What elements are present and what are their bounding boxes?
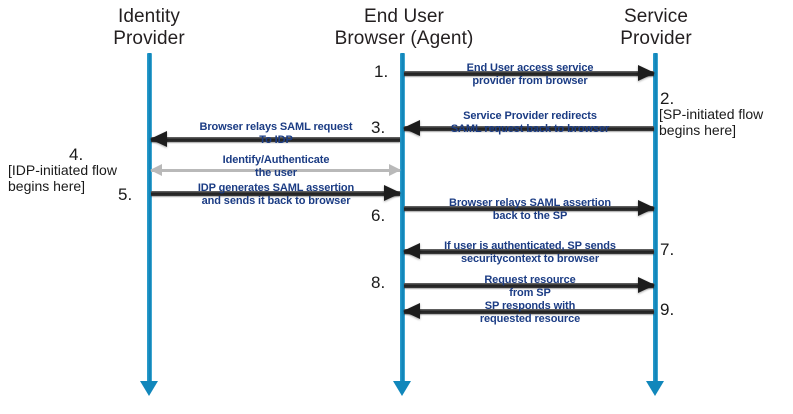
lifeline-service-provider: [653, 53, 658, 383]
message-label-1: End User access service provider from br…: [466, 62, 594, 87]
annotation-idp-initiated-flow: [IDP-initiated flow begins here]: [8, 162, 117, 194]
arrowhead-left-icon: [403, 120, 420, 136]
message-arrow-4: [150, 164, 401, 176]
message-label-3: Browser relays SAML request To IDP: [199, 121, 353, 146]
annotation-sp-initiated-flow: [SP-initiated flow begins here]: [659, 106, 764, 138]
step-number-9: 9.: [660, 300, 675, 319]
lifeline-arrowhead-service-provider: [646, 381, 664, 396]
message-label-2: Service Provider redirects SAML request …: [450, 110, 610, 135]
arrow-shaft: [151, 191, 400, 196]
actor-header-service-provider: Service Provider: [620, 6, 692, 49]
message-arrow-5: [151, 185, 401, 201]
arrowhead-left-icon: [403, 303, 420, 319]
arrow-shaft: [404, 283, 654, 288]
step-number-6: 6.: [371, 206, 386, 225]
arrowhead-left-icon: [150, 131, 167, 147]
message-arrow-7: [403, 243, 654, 259]
step-number-8: 8.: [371, 273, 386, 292]
step-number-1: 1.: [374, 62, 389, 81]
arrowhead-right-icon: [638, 65, 655, 81]
actor-header-end-user-browser: End User Browser (Agent): [334, 6, 474, 49]
message-label-5: IDP generates SAML assertion and sends i…: [197, 182, 355, 207]
message-arrow-2: [403, 120, 654, 136]
lifeline-identity-provider: [147, 53, 152, 383]
arrowhead-left-icon: [150, 164, 162, 176]
arrow-shaft: [151, 169, 400, 172]
message-label-9: SP responds with requested resource: [479, 300, 581, 325]
arrow-shaft: [404, 206, 654, 211]
lifeline-arrowhead-identity-provider: [140, 381, 158, 396]
message-label-4: Identify/Authenticate the user: [222, 154, 330, 179]
arrowhead-right-icon: [389, 164, 401, 176]
arrowhead-right-icon: [638, 277, 655, 293]
step-number-4: 4.: [69, 145, 84, 164]
actor-header-identity-provider: Identity Provider: [113, 6, 185, 49]
message-arrow-6: [404, 200, 655, 216]
lifeline-end-user-browser: [400, 53, 405, 383]
message-arrow-3: [150, 131, 400, 147]
message-arrow-8: [404, 277, 655, 293]
step-number-5: 5.: [118, 185, 133, 204]
arrow-shaft: [404, 126, 654, 131]
message-label-8: Request resource from SP: [484, 274, 576, 299]
message-arrow-1: [404, 65, 655, 81]
arrowhead-right-icon: [638, 200, 655, 216]
arrow-shaft: [404, 71, 654, 76]
arrowhead-right-icon: [384, 185, 401, 201]
message-label-6: Browser relays SAML assertion back to th…: [449, 197, 611, 222]
arrow-shaft: [404, 249, 654, 254]
step-number-7: 7.: [660, 240, 675, 259]
lifeline-arrowhead-end-user-browser: [393, 381, 411, 396]
message-label-7: If user is authenticated, SP sends secur…: [444, 240, 616, 265]
step-number-2: 2.: [660, 89, 675, 108]
arrow-shaft: [404, 309, 654, 314]
arrowhead-left-icon: [403, 243, 420, 259]
message-arrow-9: [403, 303, 654, 319]
arrow-shaft: [151, 137, 400, 142]
step-number-3: 3.: [371, 118, 386, 137]
